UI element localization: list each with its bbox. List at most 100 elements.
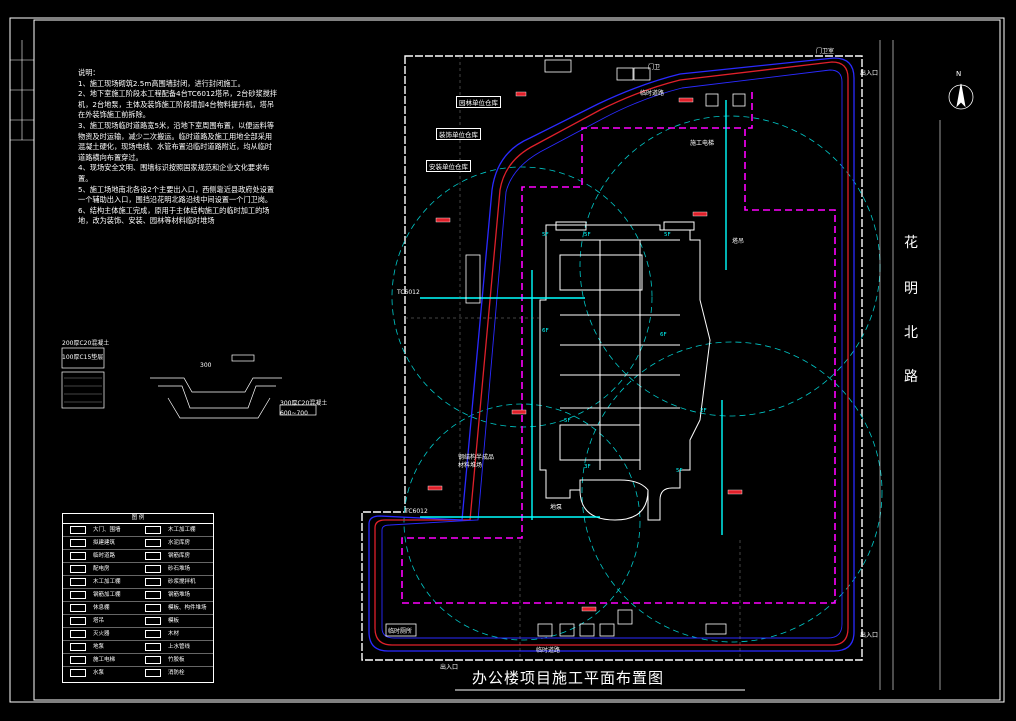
north-arrow-icon — [948, 83, 974, 110]
legend-symbol — [141, 655, 165, 665]
legend-label: 水泵 — [93, 670, 105, 676]
legend-label: 地泵 — [93, 644, 105, 650]
section-dim-2: 100厚C15垫层 — [62, 354, 104, 361]
legend-label: 钢筋加工棚 — [93, 592, 121, 598]
material-yard-label: 钢结构半成品材料堆场 — [458, 454, 495, 469]
legend-symbol — [66, 551, 90, 561]
legend-label: 临时道路 — [93, 553, 116, 559]
legend-symbol — [141, 551, 165, 561]
floor-label: 5F — [676, 468, 683, 474]
drawing-frame-inner — [33, 19, 1001, 701]
notes-item-1: 1、施工现场砌筑2.5m高围墙封闭，进行封闭施工。 — [78, 78, 245, 88]
legend-label: 模板、构件堆场 — [168, 605, 207, 611]
legend-label: 砂石堆场 — [168, 566, 191, 572]
legend-symbol — [141, 603, 165, 613]
section-dim-3: 300厚C20混凝土 — [280, 400, 328, 407]
legend-row-divider — [63, 588, 213, 589]
legend-label: 灭火器 — [93, 631, 110, 637]
legend-symbol — [66, 577, 90, 587]
section-dim-4: 600~700 — [280, 410, 308, 417]
legend-row-divider — [63, 627, 213, 628]
gate-label-south: 出入口 — [440, 664, 459, 671]
water-supply-lines — [420, 100, 727, 535]
guard-label: 门卫 — [648, 64, 661, 71]
drawing-frame-outer — [9, 17, 1005, 703]
tc-label-upper: TC6012 — [397, 289, 420, 296]
warehouse-gate-label: 门卫室 — [816, 48, 835, 55]
notes-item-2: 2、地下室施工阶段本工程配备4台TC6012塔吊，2台砂浆搅拌机，2台地泵，主体… — [78, 89, 278, 120]
gate-label-east: 出入口 — [860, 632, 879, 639]
title-block-strip — [10, 40, 34, 141]
temp-road-blue-inner — [381, 69, 843, 639]
legend-symbol — [141, 590, 165, 600]
notes-item-5: 5、施工场地南北各设2个主要出入口，西侧靠近县政府处设置一个辅助出入口，围挡沿花… — [78, 184, 275, 205]
planned-building — [539, 221, 711, 521]
legend-label: 竹胶板 — [168, 657, 185, 663]
temp-toilet-label: 临时厕所 — [388, 628, 413, 635]
legend-row-divider — [63, 614, 213, 615]
north-label: N — [956, 70, 962, 78]
legend-symbol — [66, 616, 90, 626]
legend-label: 木工加工棚 — [93, 579, 121, 585]
office-label-decoration: 装饰单位仓库 — [436, 128, 481, 140]
legend-row-divider — [63, 666, 213, 667]
crane-coverage-circles — [391, 115, 883, 643]
legend-symbol — [141, 668, 165, 678]
legend-label: 消防栓 — [168, 670, 185, 676]
tower-crane-label: 塔吊 — [732, 238, 745, 245]
legend-row-divider — [63, 575, 213, 576]
drawing-title: 办公楼项目施工平面布置图 — [472, 669, 665, 687]
notes-heading: 说明： — [78, 68, 100, 77]
section-dim-1: 200厚C20混凝土 — [62, 340, 110, 347]
legend-label: 模板 — [168, 618, 180, 624]
office-label-landscape: 园林单位仓库 — [456, 96, 501, 108]
legend-table: 图 例 大门、围墙木工加工棚拟建建筑水泥库房临时道路钢筋库房配电房砂石堆场木工加… — [62, 513, 214, 683]
pump-label: 地泵 — [550, 504, 563, 511]
legend-symbol — [66, 642, 90, 652]
legend-symbol — [141, 564, 165, 574]
floor-label: 2F — [700, 408, 707, 414]
legend-symbol — [66, 668, 90, 678]
road-name-char-4: 路 — [904, 369, 918, 385]
tower-crane-markers — [427, 91, 743, 612]
legend-symbol — [141, 525, 165, 535]
legend-symbol — [66, 564, 90, 574]
legend-row-divider — [63, 536, 213, 537]
legend-symbol — [141, 629, 165, 639]
temp-road-blue-outer — [368, 57, 855, 652]
legend-label: 大门、围墙 — [93, 527, 121, 533]
road-name-char-2: 明 — [904, 281, 918, 297]
legend-symbol — [66, 538, 90, 548]
floor-label: 3F — [584, 464, 591, 470]
legend-symbol — [66, 655, 90, 665]
section-dim-scale: 300 — [200, 362, 212, 369]
legend-symbol — [66, 603, 90, 613]
legend-row-divider — [63, 549, 213, 550]
road-edge-lines — [879, 40, 941, 690]
legend-symbol — [141, 538, 165, 548]
legend-label: 砂浆搅拌机 — [168, 579, 196, 585]
temp-road-red — [374, 61, 849, 646]
construction-zone-boundary — [401, 92, 836, 604]
road-section-sketch — [61, 347, 317, 419]
notes-item-3: 3、施工现场临时道路宽5米，沿地下室周围布置，以便运料等物资及时运输，减少二次搬… — [78, 120, 275, 162]
legend-label: 水泥库房 — [168, 540, 191, 546]
legend-row-divider — [63, 562, 213, 563]
legend-label: 木材 — [168, 631, 180, 637]
notes-item-4: 4、现场安全文明、围墙标识按照国家规范和企业文化要求布置。 — [78, 163, 270, 183]
floor-label: 5F — [542, 232, 549, 238]
floor-label: 6F — [542, 328, 549, 334]
legend-symbol — [66, 525, 90, 535]
facility-blocks — [385, 59, 746, 637]
floor-label: 6F — [660, 332, 667, 338]
legend-label: 施工电梯 — [93, 657, 116, 663]
construction-elevator-label: 施工电梯 — [690, 140, 715, 147]
site-boundary-wall — [361, 55, 863, 661]
legend-label: 钢筋堆场 — [168, 592, 191, 598]
legend-label: 钢筋库房 — [168, 553, 191, 559]
temp-road-label-south: 临时道路 — [536, 647, 561, 654]
legend-row-divider — [63, 640, 213, 641]
temp-road-label-north: 临时道路 — [640, 90, 665, 97]
design-notes: 说明： 1、施工现场砌筑2.5m高围墙封闭，进行封闭施工。 2、地下室施工阶段本… — [78, 68, 278, 227]
